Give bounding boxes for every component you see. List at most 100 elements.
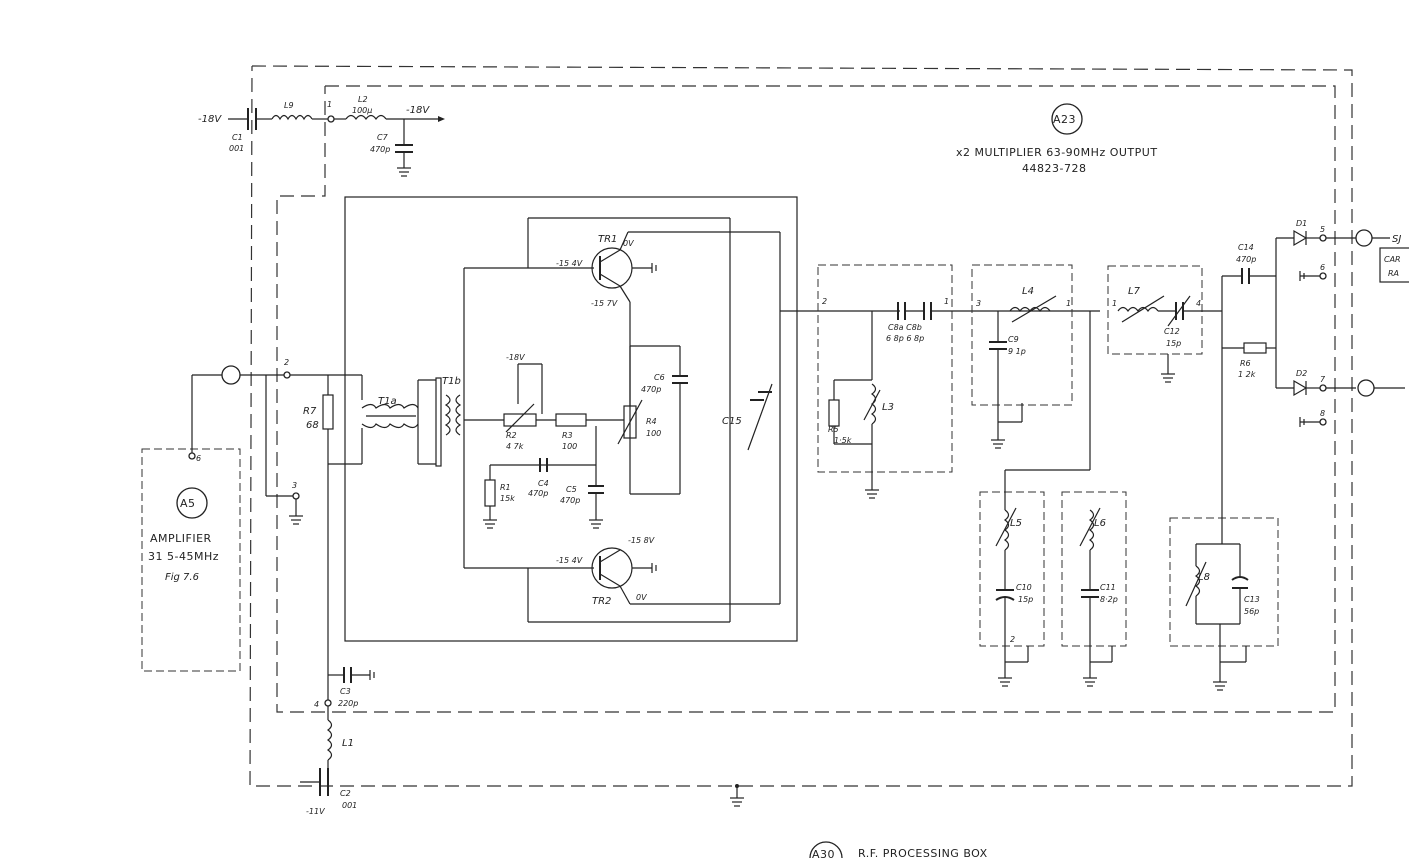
tr1-emitter-voltage: -15 7V xyxy=(591,299,618,308)
terminal-4-l7: 4 xyxy=(1196,299,1201,308)
c13-value: 56p xyxy=(1244,607,1259,616)
c4-value: 470p xyxy=(528,489,548,498)
terminal-2-input: 2 xyxy=(284,358,289,367)
t1a-label: T1a xyxy=(378,396,397,407)
tr2-label: TR2 xyxy=(592,596,611,607)
a5-line3: Fig 7.6 xyxy=(165,572,199,583)
c1-label: C1 xyxy=(232,133,243,142)
terminal-7: 7 xyxy=(1320,375,1326,384)
terminal-1-c8: 1 xyxy=(944,297,949,306)
footer-badge: A30 xyxy=(812,848,835,858)
r1-label: R1 xyxy=(500,483,511,492)
r4-value: 100 xyxy=(646,429,661,438)
l2-label: L2 xyxy=(358,95,368,104)
c15-label: C15 xyxy=(722,416,742,427)
r4-label: R4 xyxy=(646,417,657,426)
terminal-8: 8 xyxy=(1320,409,1325,418)
a5-terminal-6: 6 xyxy=(196,454,201,463)
c2-value: 001 xyxy=(342,801,357,810)
sj-label: SJ xyxy=(1392,234,1401,245)
shield-box xyxy=(344,196,798,642)
c8-label: C8a C8b xyxy=(888,323,922,332)
terminal-3-l4: 3 xyxy=(976,299,981,308)
r5-value: 1·5k xyxy=(834,436,852,445)
module-a23-outline xyxy=(276,85,1336,713)
neg18v-right-label: -18V xyxy=(406,105,430,116)
terminal-2-l5: 2 xyxy=(1010,635,1015,644)
neg18v-bias-label: -18V xyxy=(506,353,525,362)
terminal-5: 5 xyxy=(1320,225,1325,234)
a5-badge: A5 xyxy=(180,497,196,510)
c5-label: C5 xyxy=(566,485,577,494)
c6-value: 470p xyxy=(641,385,661,394)
r3-label: R3 xyxy=(562,431,573,440)
c2-label: C2 xyxy=(340,789,351,798)
tr1-collector-voltage: 0V xyxy=(623,239,634,248)
terminal-2-out: 2 xyxy=(822,297,827,306)
c10-label: C10 xyxy=(1016,583,1032,592)
l4-label: L4 xyxy=(1022,286,1034,297)
amplifier-a5-block: 6 A5 AMPLIFIER 31 5-45MHz Fig 7.6 xyxy=(141,448,241,672)
c12-label: C12 xyxy=(1164,327,1180,336)
r7-value: 68 xyxy=(306,420,319,431)
a5-line2: 31 5-45MHz xyxy=(148,550,219,563)
c9-label: C9 xyxy=(1008,335,1019,344)
l2-value: 100μ xyxy=(352,106,372,115)
tr2-emitter-voltage: -15 8V xyxy=(628,536,655,545)
push-pull-stage: TR1 -15 4V -15 7V 0V TR2 -15 4V -15 8V 0… xyxy=(463,217,781,623)
r2-value: 4 7k xyxy=(506,442,524,451)
power-input-rail: -18V C1 001 L9 1 L2 100μ -18V C7 470p xyxy=(198,95,445,177)
terminal-1-l7: 1 xyxy=(1112,299,1117,308)
c8-value: 6 8p 6 8p xyxy=(886,334,924,343)
terminal-4-bottom: 4 xyxy=(314,700,319,709)
c3-label: C3 xyxy=(340,687,351,696)
r1-value: 15k xyxy=(500,494,515,503)
l9-label: L9 xyxy=(284,101,294,110)
terminal-3-input: 3 xyxy=(292,481,297,490)
terminal-6: 6 xyxy=(1320,263,1325,272)
module-part-number: 44823-728 xyxy=(1022,162,1086,175)
c12-value: 15p xyxy=(1166,339,1181,348)
l6-label: L6 xyxy=(1094,518,1106,529)
car-label: CAR xyxy=(1384,255,1401,264)
r6-value: 1 2k xyxy=(1238,370,1256,379)
c7-label: C7 xyxy=(377,133,389,142)
ra-label: RA xyxy=(1388,269,1399,278)
neg11v-label: -11V xyxy=(306,807,325,816)
tr2-collector-voltage: 0V xyxy=(636,593,647,602)
d2-label: D2 xyxy=(1296,369,1307,378)
c9-value: 9 1p xyxy=(1008,347,1026,356)
module-badge: A23 xyxy=(1053,113,1076,126)
tr2-symbol xyxy=(591,547,633,589)
terminal-1-top: 1 xyxy=(327,100,332,109)
output-network: 2 C8a C8b 6 8p 6 8p 1 R5 1·5k L3 3 L4 1 xyxy=(780,219,1409,691)
c7-value: 470p xyxy=(370,145,390,154)
a5-line1: AMPLIFIER xyxy=(150,532,212,545)
c4-label: C4 xyxy=(538,479,549,488)
tr1-base-voltage: -15 4V xyxy=(556,259,583,268)
r5-label: R5 xyxy=(828,425,839,434)
c11-label: C11 xyxy=(1100,583,1116,592)
footer-label-block: A30 R.F. PROCESSING BOX xyxy=(809,841,988,858)
footer-label: R.F. PROCESSING BOX xyxy=(858,847,988,858)
terminal-1-l4: 1 xyxy=(1066,299,1071,308)
r3-value: 100 xyxy=(562,442,577,451)
c11-value: 8·2p xyxy=(1100,595,1118,604)
c5-value: 470p xyxy=(560,496,580,505)
d1-label: D1 xyxy=(1296,219,1307,228)
r6-label: R6 xyxy=(1240,359,1251,368)
tr2-base-voltage: -15 4V xyxy=(556,556,583,565)
rf-processing-box-outline xyxy=(249,65,1353,787)
c14-label: C14 xyxy=(1238,243,1254,252)
module-title-block: A23 x2 MULTIPLIER 63-90MHz OUTPUT 44823-… xyxy=(956,103,1157,175)
chassis-ground xyxy=(730,784,744,807)
t1b-label: T1b xyxy=(442,376,461,387)
c6-label: C6 xyxy=(654,373,665,382)
c13-label: C13 xyxy=(1244,595,1260,604)
input-stage: 2 3 R7 68 T1a T1b xyxy=(191,358,462,525)
l3-label: L3 xyxy=(882,402,894,413)
l1-label: L1 xyxy=(342,738,354,749)
bottom-supply: C3 220p 4 L1 C2 001 -11V xyxy=(300,464,375,816)
tr1-symbol xyxy=(591,247,633,289)
